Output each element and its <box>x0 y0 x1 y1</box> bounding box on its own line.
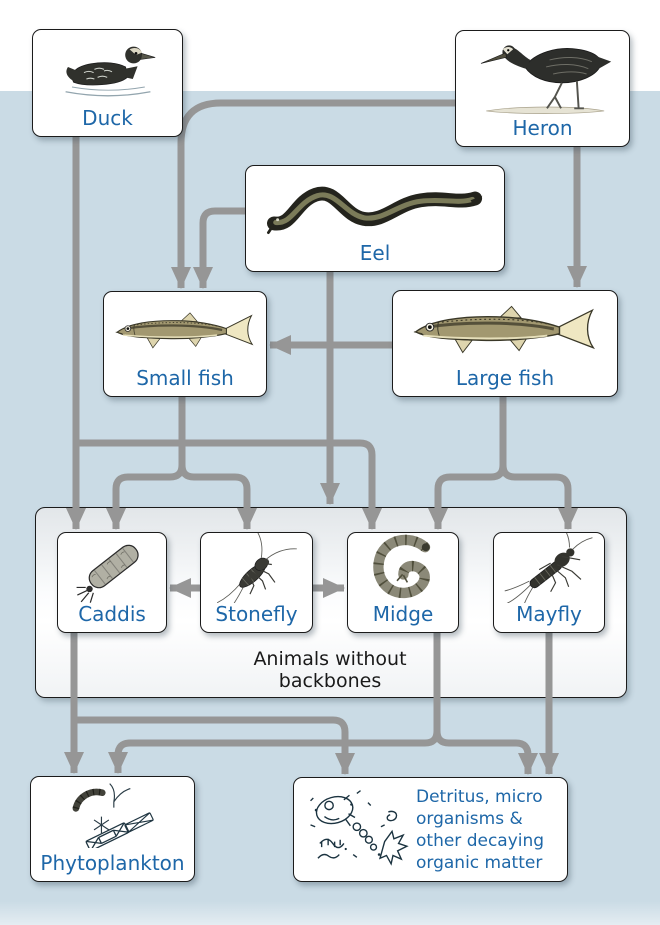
stonefly-icon <box>201 533 312 603</box>
caddis-label: Caddis <box>78 602 146 626</box>
midge-icon <box>348 533 458 603</box>
large-fish-label: Large fish <box>455 366 555 390</box>
arrow-caddis-to-detritus <box>74 716 355 775</box>
phytoplankton-label: Phytoplankton <box>40 851 185 875</box>
node-duck: Duck <box>32 29 183 137</box>
detritus-label-line1: Detritus, micro <box>416 786 543 807</box>
detritus-label: Detritus, micro organisms & other decayi… <box>416 786 550 874</box>
animals-without-backbones-label: Animals without backbones <box>130 648 530 692</box>
node-eel: Eel <box>245 165 505 272</box>
arrow-heron-to-small-fish <box>171 99 455 289</box>
detritus-icon <box>294 786 416 874</box>
node-midge: Midge <box>347 532 459 633</box>
small-fish-label: Small fish <box>136 366 234 390</box>
group-label-line2: backbones <box>278 670 382 692</box>
arrow-eel-to-small-fish <box>193 207 245 289</box>
phytoplankton-icon <box>31 777 194 852</box>
detritus-label-line2: organisms & <box>416 808 523 829</box>
caddis-icon <box>58 533 166 603</box>
detritus-label-line3: other decaying <box>416 830 545 851</box>
eel-icon <box>246 166 504 242</box>
duck-icon <box>33 30 182 107</box>
heron-icon <box>456 31 629 117</box>
arrow-duck-to-midge <box>76 439 382 530</box>
node-phytoplankton: Phytoplankton <box>30 776 195 882</box>
arrow-small-fish-to-caddis <box>106 397 186 530</box>
node-small-fish: Small fish <box>103 291 267 397</box>
heron-label: Heron <box>512 116 573 140</box>
eel-label: Eel <box>359 241 391 265</box>
small-fish-icon <box>104 292 266 367</box>
node-large-fish: Large fish <box>392 290 618 397</box>
arrow-small-fish-to-stonefly <box>178 397 257 530</box>
node-stonefly: Stonefly <box>200 532 313 633</box>
node-caddis: Caddis <box>57 532 167 633</box>
arrow-midge-to-detritus <box>433 633 538 775</box>
mayfly-icon <box>494 533 604 603</box>
arrow-large-fish-to-mayfly <box>499 397 578 530</box>
water-bottom-fade <box>0 901 660 925</box>
large-fish-icon <box>393 291 617 367</box>
arrow-large-fish-to-midge <box>428 397 507 530</box>
node-detritus: Detritus, micro organisms & other decayi… <box>293 777 568 882</box>
stonefly-label: Stonefly <box>215 602 298 626</box>
duck-label: Duck <box>82 106 133 130</box>
detritus-label-line4: organic matter <box>416 852 543 873</box>
node-heron: Heron <box>455 30 630 147</box>
node-mayfly: Mayfly <box>493 532 605 633</box>
mayfly-label: Mayfly <box>516 602 582 626</box>
group-label-line1: Animals without <box>253 648 407 670</box>
midge-label: Midge <box>372 602 434 626</box>
